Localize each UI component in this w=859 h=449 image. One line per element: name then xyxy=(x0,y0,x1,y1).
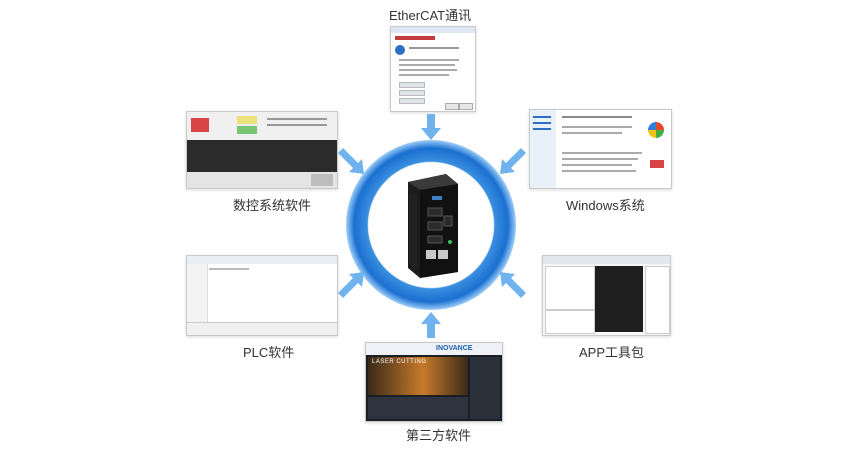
arrow-from-bottom-right xyxy=(500,272,526,298)
third-party-banner: LASER CUTTING xyxy=(372,359,427,365)
cnc-software-label: 数控系统软件 xyxy=(233,198,312,213)
industrial-pc-image xyxy=(408,174,458,278)
arrow-from-bottom xyxy=(421,312,441,338)
third-party-brand: INOVANCE xyxy=(436,345,473,352)
third-party-label: 第三方软件 xyxy=(406,428,472,443)
arrow-from-bottom-left xyxy=(338,272,364,298)
windows-screenshot xyxy=(529,109,672,189)
cnc-software-screenshot xyxy=(186,111,338,189)
app-toolkit-label: APP工具包 xyxy=(579,345,645,360)
arrow-from-top-right xyxy=(500,148,526,174)
arrow-from-top-left xyxy=(338,148,364,174)
ethercat-screenshot xyxy=(390,26,476,112)
plc-software-screenshot xyxy=(186,255,338,336)
ethercat-label: EtherCAT通讯 xyxy=(389,8,472,23)
app-toolkit-screenshot xyxy=(542,255,671,336)
windows-label: Windows系统 xyxy=(566,198,645,213)
third-party-screenshot: INOVANCE LASER CUTTING xyxy=(365,342,503,422)
arrow-from-top xyxy=(421,114,441,140)
plc-software-label: PLC软件 xyxy=(243,345,295,360)
